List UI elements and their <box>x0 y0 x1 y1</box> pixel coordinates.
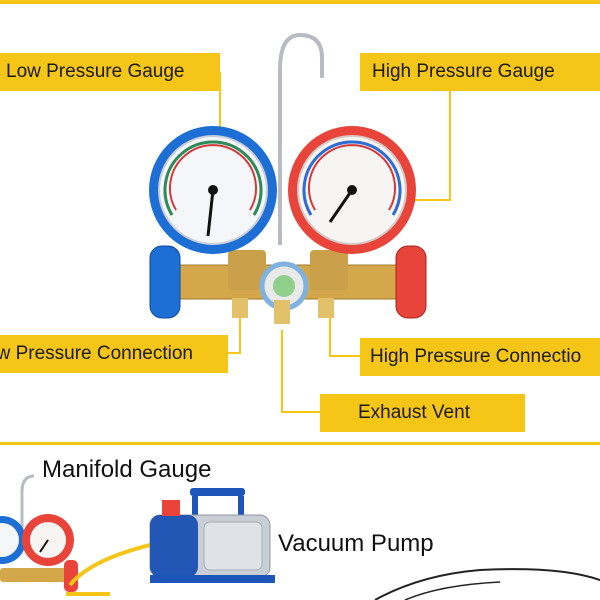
manifold-gauge-thumbnail <box>0 474 78 592</box>
high-pressure-gauge-label: High Pressure Gauge <box>360 53 600 91</box>
high-pressure-connection-label: High Pressure Connectio <box>360 338 600 376</box>
manifold-gauge-caption: Manifold Gauge <box>42 456 212 483</box>
exhaust-vent-label: Exhaust Vent <box>320 394 525 432</box>
hanging-hook <box>278 32 324 245</box>
vacuum-pump-caption: Vacuum Pump <box>278 530 434 557</box>
high-pressure-gauge <box>288 126 416 254</box>
high-side-knob <box>395 245 427 319</box>
top-accent-bar <box>0 0 600 4</box>
low-pressure-gauge <box>149 126 277 254</box>
section-divider <box>0 442 600 445</box>
car-outline <box>374 568 600 600</box>
low-pressure-connection-label: ow Pressure Connection <box>0 335 228 373</box>
low-side-knob <box>149 245 181 319</box>
low-pressure-gauge-label: Low Pressure Gauge <box>0 53 220 91</box>
vacuum-pump-illustration <box>149 488 275 583</box>
